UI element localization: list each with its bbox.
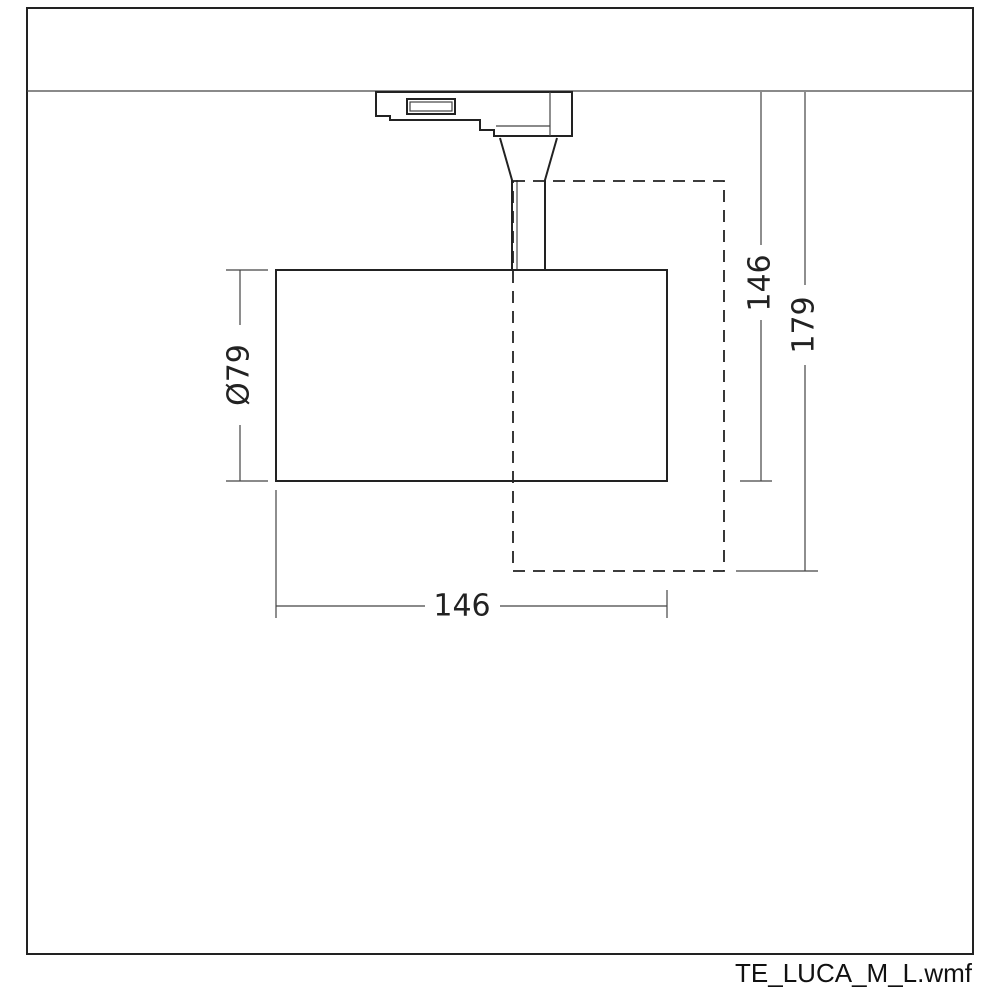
diameter-dimension: Ø79 bbox=[222, 269, 268, 482]
height-min-dimension: 146 bbox=[740, 92, 778, 482]
track-adapter bbox=[375, 91, 573, 137]
stem bbox=[499, 137, 558, 271]
drawing-frame bbox=[26, 7, 974, 955]
height-max-dimension: 179 bbox=[736, 92, 822, 572]
height-max-label: 179 bbox=[787, 296, 822, 353]
width-label: 146 bbox=[433, 589, 490, 624]
height-min-label: 146 bbox=[743, 254, 778, 311]
swivel-envelope bbox=[512, 180, 725, 572]
lamp-head bbox=[275, 269, 668, 482]
width-dimension: 146 bbox=[275, 490, 668, 624]
diameter-label: Ø79 bbox=[222, 344, 257, 406]
file-caption: TE_LUCA_M_L.wmf bbox=[735, 958, 972, 988]
